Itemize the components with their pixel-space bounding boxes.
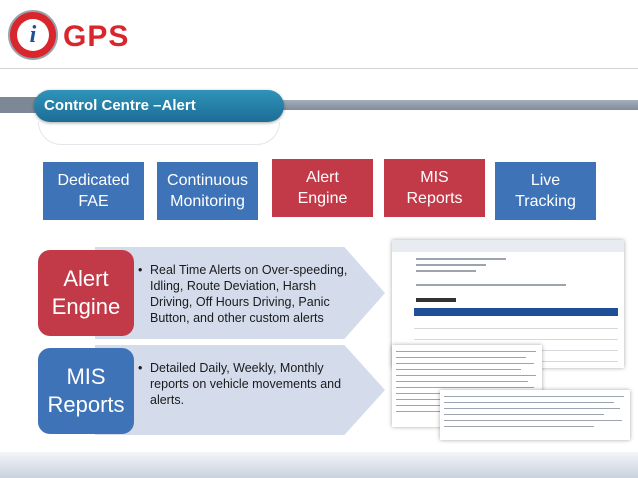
badge-line: MIS [66, 364, 106, 389]
slide-title: Control Centre –Alert [34, 90, 284, 122]
feature-line: MIS [420, 169, 449, 186]
logo-text: GPS [63, 20, 130, 53]
alert-engine-bullets: Real Time Alerts on Over-speeding, Idlin… [138, 262, 347, 326]
feature-line: FAE [78, 193, 109, 210]
feature-line: Live [530, 172, 561, 189]
mis-reports-badge: MIS Reports [38, 348, 134, 434]
bullet-line: Real Time Alerts on Over-speeding, [150, 263, 348, 277]
feature-line: Dedicated [57, 172, 130, 189]
email-toolbar [392, 240, 624, 252]
bullet-line: alerts. [150, 393, 185, 407]
mis-reports-bullets: Detailed Daily, Weekly, Monthly reports … [138, 360, 341, 408]
feature-line: Reports [406, 190, 463, 207]
feature-line: Alert [306, 169, 339, 186]
title-rail [0, 100, 638, 110]
badge-line: Alert [63, 266, 109, 291]
title-rail-cap [0, 97, 38, 113]
mis-report-screenshot-2 [440, 390, 630, 440]
bullet-line: reports on vehicle movements and [150, 377, 342, 391]
feature-line: Tracking [515, 193, 576, 210]
bullet-line: Idling, Route Deviation, Harsh [150, 279, 317, 293]
logo-letter: i [17, 19, 49, 51]
bullet-item: Detailed Daily, Weekly, Monthly reports … [138, 360, 341, 408]
header-divider [0, 68, 638, 69]
footer-bar [0, 452, 638, 478]
report-table-header [414, 308, 618, 316]
feature-mis-reports: MIS Reports [384, 159, 485, 217]
feature-line: Engine [297, 190, 348, 207]
bullet-line: Detailed Daily, Weekly, Monthly [150, 361, 324, 375]
badge-line: Engine [51, 294, 121, 319]
feature-line: Continuous [167, 172, 248, 189]
bullet-item: Real Time Alerts on Over-speeding, Idlin… [138, 262, 347, 326]
bullet-line: Button, and other custom alerts [150, 311, 324, 325]
logo-circle-icon: i [8, 10, 58, 60]
feature-line: Monitoring [170, 193, 245, 210]
badge-line: Reports [47, 392, 125, 417]
alert-engine-badge: Alert Engine [38, 250, 134, 336]
bullet-line: Driving, Off Hours Driving, Panic [150, 295, 330, 309]
igps-logo: i GPS [8, 10, 128, 62]
title-bracket [38, 122, 280, 145]
